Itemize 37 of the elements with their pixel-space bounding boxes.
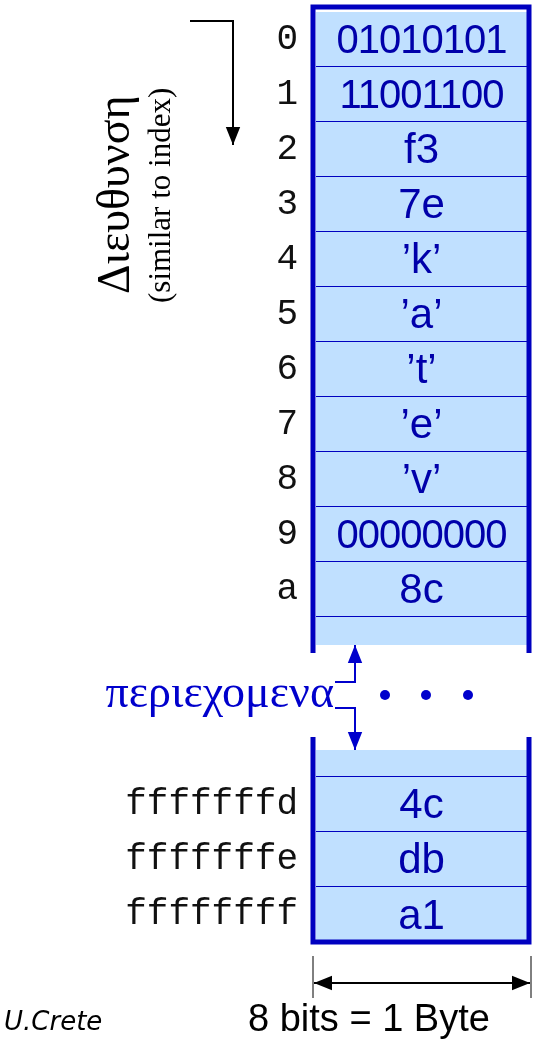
address-label: 1: [276, 74, 298, 115]
empty-memory-cell: [316, 750, 527, 777]
memory-cell: ’t’: [316, 342, 527, 397]
address-label: 9: [276, 514, 298, 555]
dimension-label: 8 bits = 1 Byte: [248, 996, 490, 1040]
memory-cell: a1: [316, 887, 527, 942]
address-label: 7: [276, 404, 298, 445]
memory-cell: db: [316, 832, 527, 887]
address-label: 0: [276, 19, 298, 60]
memory-cell: ’v’: [316, 452, 527, 507]
axis-subtitle: (similar to index): [141, 87, 178, 303]
address-label: ffffffff: [125, 894, 298, 935]
address-label: 8: [276, 459, 298, 500]
address-label: 2: [276, 129, 298, 170]
memory-cell: f3: [316, 122, 527, 177]
memory-cell: 8c: [316, 562, 527, 617]
axis-title: Διευθυνση: [88, 95, 140, 295]
memory-cell: 4c: [316, 777, 527, 832]
address-label: 4: [276, 239, 298, 280]
address-label: fffffffe: [125, 839, 298, 880]
memory-cell: 01010101: [316, 12, 527, 67]
memory-cell: ’e’: [316, 397, 527, 452]
memory-cell: 00000000: [316, 507, 527, 562]
memory-cell: ’a’: [316, 287, 527, 342]
arrow: [334, 644, 363, 683]
address-label: 6: [276, 349, 298, 390]
empty-memory-cell: [316, 617, 527, 645]
address-label: 3: [276, 184, 298, 225]
arrow: [334, 707, 363, 751]
memory-cell: 11001100: [316, 67, 527, 122]
memory-cell: ’k’: [316, 232, 527, 287]
memory-cell: 7e: [316, 177, 527, 232]
address-label: 5: [276, 294, 298, 335]
credit-note: U.Crete: [4, 1005, 103, 1037]
address-label: fffffffd: [125, 784, 298, 825]
address-label: a: [276, 569, 298, 610]
content-label: περιεχομενα: [18, 664, 334, 720]
